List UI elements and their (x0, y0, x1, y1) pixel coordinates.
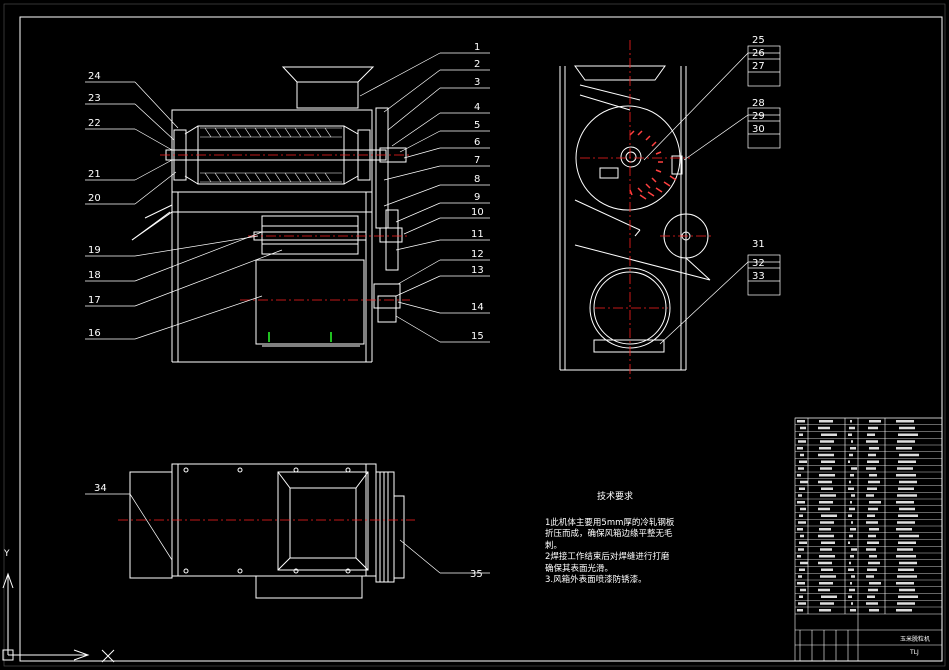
balloon-23: 23 (88, 93, 101, 104)
balloon-26: 26 (752, 48, 765, 59)
technical-requirements: 技术要求 1此机体主要用5mm厚的冷轧钢板 折压而成，确保风箱边缘平整无毛 刺。… (545, 492, 685, 587)
balloon-17: 17 (88, 295, 101, 306)
balloon-28: 28 (752, 98, 765, 109)
balloon-14: 14 (471, 302, 484, 313)
parts-list-rows (795, 417, 942, 612)
balloon-29: 29 (752, 111, 765, 122)
balloon-9: 9 (474, 192, 480, 203)
drawing-frame (19, 16, 943, 662)
balloon-18: 18 (88, 270, 101, 281)
balloon-13: 13 (471, 265, 484, 276)
outer-border (3, 3, 946, 667)
balloon-24: 24 (88, 71, 101, 82)
balloon-33: 33 (752, 271, 765, 282)
title-block-name: 玉米脱粒机 (900, 636, 931, 643)
balloon-31: 31 (752, 239, 765, 250)
balloon-4: 4 (474, 102, 480, 113)
side-centerlines (580, 40, 712, 380)
balloon-20: 20 (88, 193, 101, 204)
front-centerlines (160, 154, 410, 301)
balloon-32: 32 (752, 258, 765, 269)
balloon-2: 2 (474, 59, 480, 70)
balloon-27: 27 (752, 61, 765, 72)
balloon-7: 7 (474, 155, 480, 166)
note-line-2: 折压而成，确保风箱边缘平整无毛 (545, 529, 673, 539)
note-line-5: 确保其表面光滑。 (545, 563, 614, 574)
side-teeth (629, 130, 677, 200)
balloon-22: 22 (88, 118, 101, 129)
balloon-6: 6 (474, 137, 480, 148)
note-line-4: 2焊接工作结束后对焊缝进行打磨 (545, 552, 670, 562)
note-line-3: 刺。 (545, 540, 563, 551)
balloon-16: 16 (88, 328, 101, 339)
title-block-code: TLJ (910, 649, 919, 656)
balloon-5: 5 (474, 120, 480, 131)
balloon-15: 15 (471, 331, 484, 342)
balloon-8: 8 (474, 174, 480, 185)
front-markers (268, 332, 332, 342)
note-line-6: 3.风箱外表面喷漆防锈漆。 (545, 575, 647, 585)
balloon-19: 19 (88, 245, 101, 256)
balloon-30: 30 (752, 124, 765, 135)
axis-y-label: Y (3, 549, 10, 559)
balloon-1: 1 (474, 42, 480, 53)
balloon-10: 10 (471, 207, 484, 218)
balloon-boxes (747, 45, 781, 296)
balloon-3: 3 (474, 77, 480, 88)
balloon-35: 35 (470, 569, 483, 580)
note-line-1: 1此机体主要用5mm厚的冷轧钢板 (545, 517, 675, 528)
balloon-21: 21 (88, 169, 101, 180)
notes-title: 技术要求 (596, 492, 633, 502)
balloon-34: 34 (94, 483, 107, 494)
ucs-icon (2, 572, 115, 663)
balloon-numbers: 1 2 3 4 5 6 7 8 9 10 11 12 13 14 15 24 2… (88, 35, 765, 580)
balloon-25: 25 (752, 35, 765, 46)
side-view (559, 65, 711, 371)
balloon-12: 12 (471, 249, 484, 260)
top-view (129, 463, 405, 599)
balloon-11: 11 (471, 229, 484, 240)
leaders (85, 52, 780, 574)
front-view (131, 66, 407, 363)
